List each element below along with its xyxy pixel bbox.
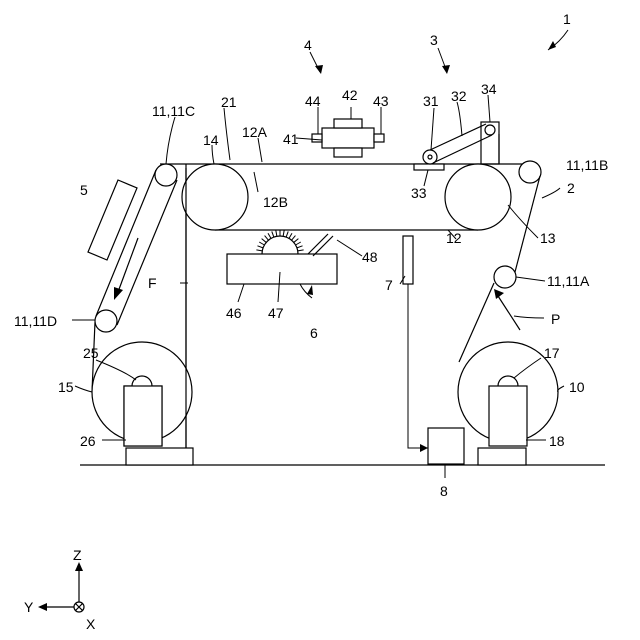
support-18-post bbox=[489, 386, 527, 446]
axis-label-y: Y bbox=[24, 599, 34, 615]
arrow-p-shaft bbox=[498, 296, 520, 330]
guide-roller-11b bbox=[519, 161, 541, 183]
base-18 bbox=[478, 448, 526, 465]
label-12: 12 bbox=[446, 230, 462, 246]
brush-47-bristles bbox=[256, 230, 304, 254]
label-5: 5 bbox=[80, 182, 88, 198]
pivot-31-pin bbox=[428, 155, 432, 159]
label-3: 3 bbox=[430, 32, 438, 48]
link-32-lower bbox=[433, 135, 492, 163]
label-11a: 11,11A bbox=[547, 273, 590, 289]
axes-indicator bbox=[38, 562, 84, 612]
label-26: 26 bbox=[80, 433, 96, 449]
unit-44 bbox=[312, 134, 322, 142]
label-13: 13 bbox=[540, 230, 556, 246]
label-7: 7 bbox=[385, 277, 393, 293]
arrow-ref-6 bbox=[307, 285, 313, 295]
label-11c: 11,11C bbox=[152, 103, 195, 119]
label-14: 14 bbox=[203, 132, 219, 148]
label-18: 18 bbox=[549, 433, 565, 449]
guide-roller-11c bbox=[155, 164, 177, 186]
unit-42-lower bbox=[334, 148, 362, 157]
label-fig-ref: 1 bbox=[563, 11, 571, 27]
part-33 bbox=[414, 164, 444, 170]
label-11d: 11,11D bbox=[14, 313, 57, 329]
label-6: 6 bbox=[310, 325, 318, 341]
controller-8 bbox=[428, 428, 464, 464]
roller-13 bbox=[445, 164, 511, 230]
label-41: 41 bbox=[283, 131, 299, 147]
arrow-ref-3 bbox=[442, 65, 450, 74]
signal-line-7-8 bbox=[408, 284, 428, 448]
unit-41 bbox=[322, 128, 374, 148]
label-42: 42 bbox=[342, 87, 358, 103]
link-32-end bbox=[485, 125, 495, 135]
unit-42 bbox=[334, 119, 362, 128]
label-17: 17 bbox=[544, 345, 560, 361]
label-34: 34 bbox=[481, 81, 497, 97]
label-43: 43 bbox=[373, 93, 389, 109]
guide-roller-11a bbox=[494, 266, 516, 288]
unit-46 bbox=[227, 254, 337, 284]
label-15: 15 bbox=[58, 379, 74, 395]
axis-label-x: X bbox=[86, 616, 96, 632]
base-26 bbox=[126, 448, 193, 465]
label-12a: 12A bbox=[242, 124, 268, 140]
label-32: 32 bbox=[451, 88, 467, 104]
label-47: 47 bbox=[268, 305, 284, 321]
support-26-post-front bbox=[124, 386, 162, 446]
label-4: 4 bbox=[304, 37, 312, 53]
sheet-path-right-upper bbox=[515, 176, 540, 272]
signal-arrow bbox=[420, 444, 428, 452]
label-2: 2 bbox=[567, 180, 575, 196]
arrow-ref-1 bbox=[548, 41, 556, 50]
axis-label-z: Z bbox=[73, 547, 82, 563]
label-11b: 11,11B bbox=[566, 157, 608, 173]
guide-roller-11d bbox=[95, 310, 117, 332]
label-f: F bbox=[148, 275, 157, 291]
label-44: 44 bbox=[305, 93, 321, 109]
arrow-left-head bbox=[114, 287, 123, 300]
label-46: 46 bbox=[226, 305, 242, 321]
roller-14 bbox=[182, 164, 248, 230]
plate-5 bbox=[88, 180, 137, 260]
label-21: 21 bbox=[221, 94, 237, 110]
arrow-left-shaft bbox=[118, 238, 138, 292]
label-8: 8 bbox=[440, 483, 448, 499]
label-33: 33 bbox=[411, 185, 427, 201]
label-48: 48 bbox=[362, 249, 378, 265]
arrow-ref-4 bbox=[315, 65, 323, 74]
link-32-upper bbox=[430, 124, 486, 150]
label-31: 31 bbox=[423, 93, 439, 109]
unit-43 bbox=[374, 134, 384, 142]
label-p: P bbox=[551, 311, 560, 327]
label-25: 25 bbox=[83, 345, 99, 361]
label-10: 10 bbox=[569, 379, 585, 395]
label-12b: 12B bbox=[263, 194, 288, 210]
